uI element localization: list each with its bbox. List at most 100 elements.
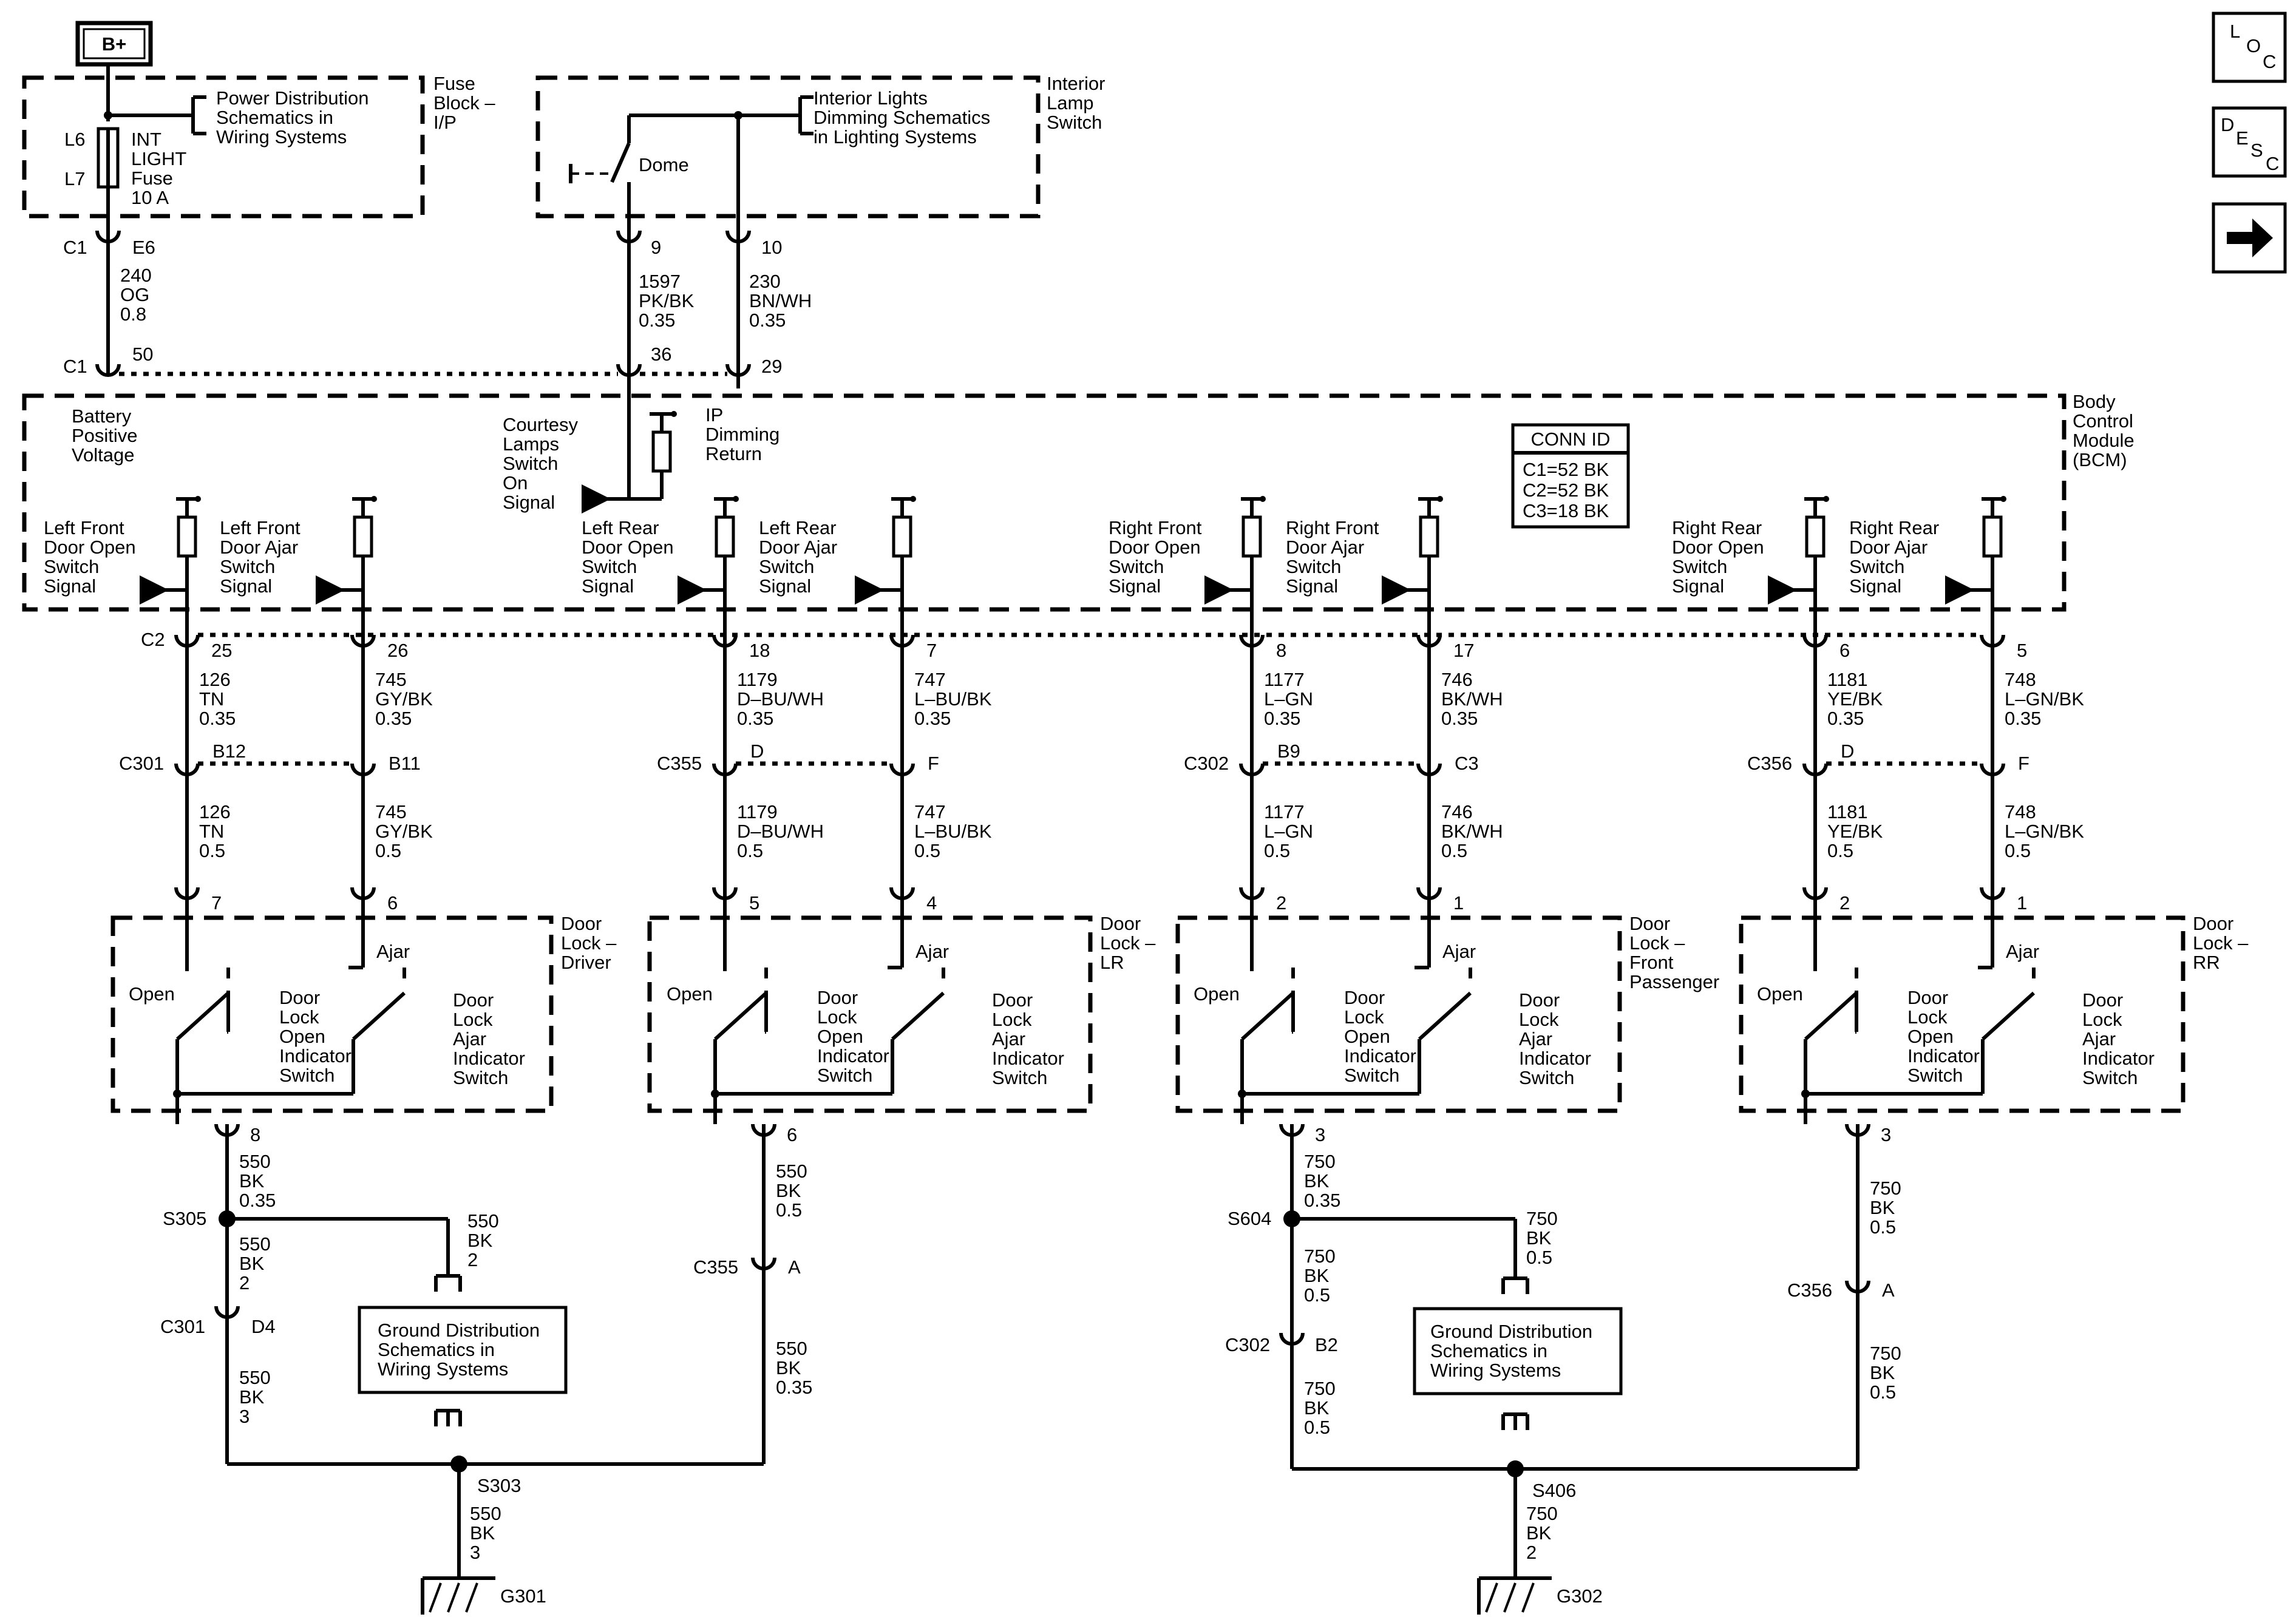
wire-lower-6-line-2: BK/WH (1441, 821, 1503, 842)
bcm-pin-1: 25 (211, 640, 232, 661)
desc-letter-s: S (2250, 140, 2263, 161)
gd-right-line-3: Wiring Systems (1430, 1360, 1561, 1381)
wire-550-e-color: BK (776, 1357, 801, 1378)
wire-upper-5-line-3: 0.35 (1264, 708, 1300, 729)
fuse-e6-pin: E6 (132, 237, 155, 258)
fuse-block-title-2: Block – (433, 92, 495, 114)
wire-550-lr-gauge: 0.5 (776, 1199, 802, 1221)
dome-label: Dome (639, 154, 689, 175)
c302-ground-label: C302 (1225, 1334, 1270, 1355)
bcm-title-1: Body (2073, 391, 2116, 412)
loc-button[interactable]: L O C (2212, 12, 2287, 83)
wire-upper-7-line-2: YE/BK (1827, 688, 1883, 710)
wire-upper-3-line-1: 1179 (737, 669, 778, 690)
door-pin-6: 1 (1453, 892, 1464, 914)
wire-upper-6-line-3: 0.35 (1441, 708, 1478, 729)
open-switch-label-line-3: Open (817, 1026, 863, 1047)
b-plus-label: B+ (102, 33, 127, 55)
ground-icon (1477, 1576, 1552, 1615)
ajar-switch-label-line-2: Lock (1519, 1009, 1559, 1030)
wire-750-d-gauge: 0.5 (1304, 1417, 1330, 1438)
signal-label-7-line-3: Switch (1672, 556, 1727, 577)
signal-label-7-line-1: Right Rear (1672, 517, 1762, 538)
c355-ground-label: C355 (693, 1256, 738, 1278)
wire-550-d-number: 550 (239, 1367, 271, 1388)
ajar-switch-label-line-3: Ajar (2082, 1028, 2116, 1049)
ajar-switch-label-line-3: Ajar (992, 1028, 1025, 1049)
ajar-switch-label-line-5: Switch (992, 1067, 1047, 1088)
wire-750-b-gauge: 0.5 (1526, 1247, 1552, 1268)
signal-label-5-line-2: Door Open (1109, 537, 1201, 558)
open-switch-label-line-1: Door (1344, 987, 1385, 1008)
ajar-switch-label-line-4: Indicator (2082, 1048, 2155, 1069)
door-lock-title-line-3: RR (2193, 952, 2220, 973)
wire-550-lr-color: BK (776, 1180, 801, 1201)
arrow-right-icon (2227, 219, 2273, 257)
wire-550-b-color: BK (467, 1230, 493, 1251)
c301-ground-pin: D4 (251, 1316, 276, 1337)
signal-label-2-line-3: Switch (220, 556, 275, 577)
desc-letter-d: D (2221, 114, 2234, 135)
wire-750-f-number: 750 (1526, 1503, 1558, 1524)
ajar-switch-label-line-4: Indicator (992, 1048, 1064, 1069)
pds-line-3: Wiring Systems (216, 126, 347, 147)
inline-connector-right-pin: C3 (1455, 753, 1479, 774)
wire-550-f-gauge: 3 (470, 1542, 480, 1563)
signal-label-6-line-3: Switch (1286, 556, 1341, 577)
door-lock-title-line-1: Door (2193, 913, 2233, 934)
s305-label: S305 (163, 1208, 206, 1229)
signal-label-8-line-4: Signal (1849, 575, 1901, 597)
inline-connector-c302-label: C302 (1184, 753, 1229, 774)
open-switch-label-line-1: Door (279, 987, 320, 1008)
fuse-line-4: 10 A (131, 187, 169, 208)
body-control-module: Body Control Module (BCM) Battery Positi… (22, 374, 2135, 650)
signal-label-3-line-3: Switch (582, 556, 637, 577)
ajar-switch-label-line-5: Switch (1519, 1067, 1574, 1088)
wire-upper-1-line-3: 0.35 (199, 708, 236, 729)
c355-ground-pin: A (788, 1256, 801, 1278)
wire-550-a-number: 550 (239, 1151, 271, 1172)
interior-lamp-switch: Dome Interior Lights Dimming Schematics … (535, 73, 1105, 231)
wire-550-a-color: BK (239, 1170, 265, 1192)
wire-230-color: BN/WH (749, 290, 812, 311)
desc-letter-c: C (2266, 153, 2279, 174)
signal-label-4-line-1: Left Rear (759, 517, 837, 538)
wire-lower-5-line-1: 1177 (1264, 801, 1305, 822)
ajar-label: Ajar (915, 941, 949, 962)
desc-button[interactable]: D E S C (2212, 106, 2287, 178)
open-switch-label-line-2: Lock (1907, 1006, 1948, 1028)
battery-source: B+ (75, 21, 153, 67)
pds-line-1: Power Distribution (216, 87, 369, 109)
wire-lower-7-line-1: 1181 (1827, 801, 1868, 822)
wire-1597-gauge: 0.35 (639, 310, 675, 331)
wire-lower-3-line-3: 0.5 (737, 840, 763, 861)
wire-240-gauge: 0.8 (120, 303, 146, 325)
wire-lower-4-line-3: 0.5 (914, 840, 940, 861)
next-page-button[interactable] (2212, 202, 2287, 274)
signal-label-2-line-4: Signal (220, 575, 272, 597)
door-lock-title-line-2: Lock – (1100, 932, 1156, 954)
wire-lower-8-line-1: 748 (2005, 801, 2036, 822)
desc-letter-e: E (2236, 127, 2249, 149)
signal-label-7-line-2: Door Open (1672, 537, 1764, 558)
wire-lower-1-line-2: TN (199, 821, 224, 842)
bcm-pin-7: 6 (1839, 640, 1850, 661)
wire-lower-2-line-1: 745 (375, 801, 407, 822)
inline-connector-right-pin: F (928, 753, 939, 774)
bcm-pin-5: 8 (1276, 640, 1286, 661)
lamp-switch-title-3: Switch (1047, 112, 1102, 133)
bcm-title-3: Module (2073, 430, 2135, 451)
conn-id-c3: C3=18 BK (1523, 500, 1609, 521)
inline-connector-left-pin: B12 (212, 741, 246, 762)
loc-letter-o: O (2246, 35, 2261, 56)
g301-label: G301 (500, 1585, 546, 1607)
open-switch-label-line-1: Door (817, 987, 858, 1008)
door-pin-1: 7 (211, 892, 222, 914)
wire-750-e-gauge: 0.5 (1870, 1381, 1896, 1403)
open-switch-label-line-5: Switch (279, 1065, 335, 1086)
top-wires: C1 E6 240 OG 0.8 C1 50 9 1597 PK/BK 0.35… (63, 230, 812, 377)
wire-550-d-gauge: 3 (239, 1406, 250, 1427)
